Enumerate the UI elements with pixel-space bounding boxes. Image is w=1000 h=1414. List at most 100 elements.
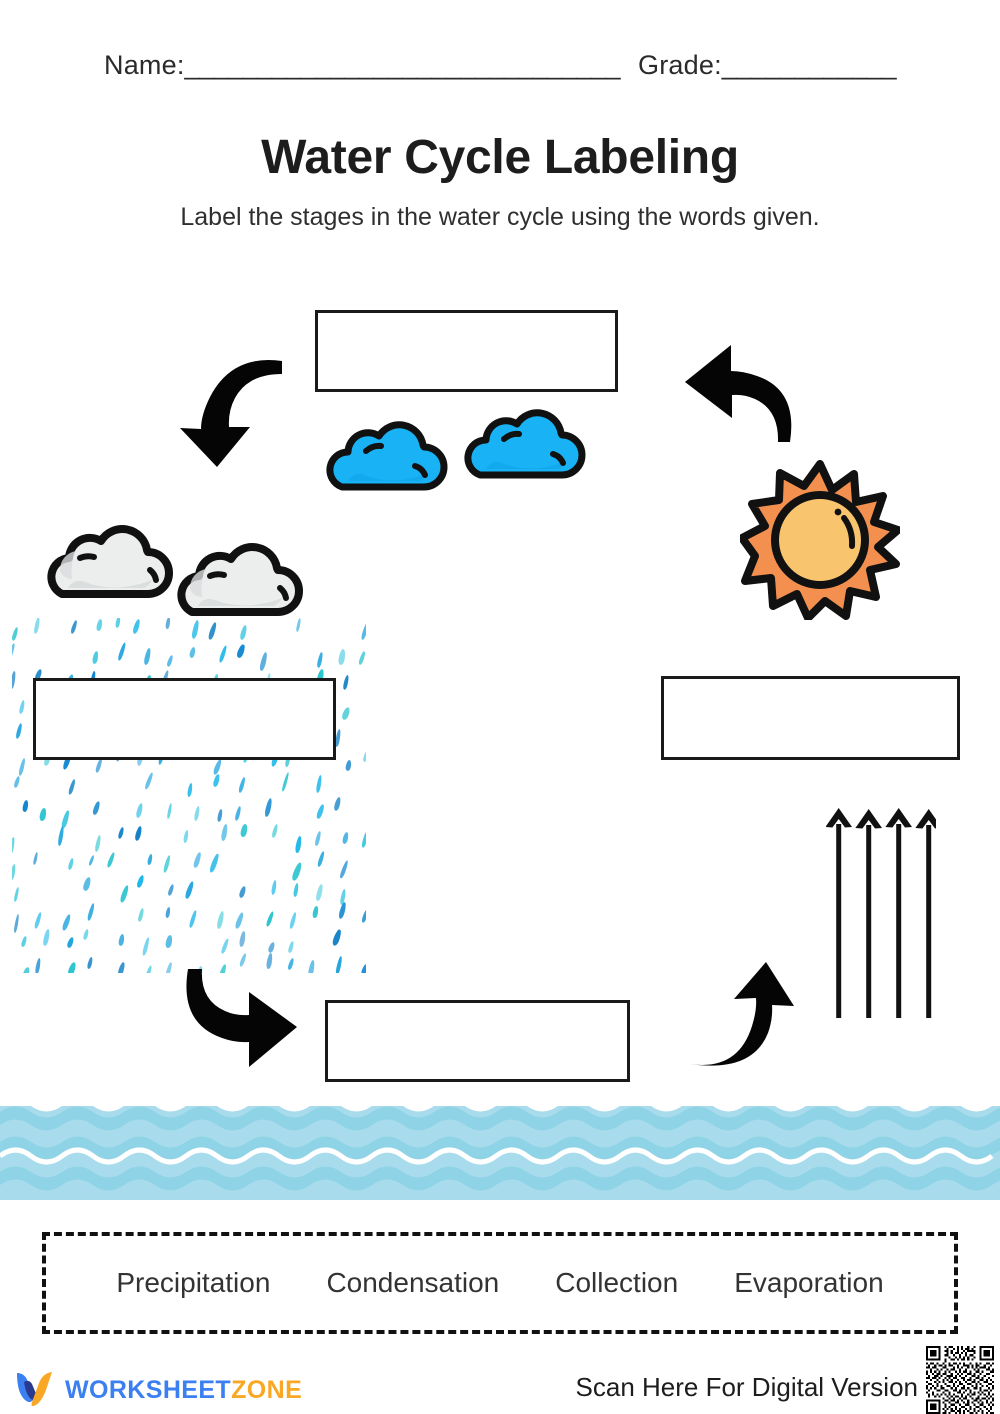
raindrop	[117, 933, 125, 947]
raindrop	[344, 759, 353, 772]
raindrop	[258, 652, 268, 673]
raindrop	[190, 619, 201, 639]
scan-here-text: Scan Here For Digital Version	[575, 1372, 918, 1402]
raindrop	[18, 757, 27, 777]
name-grade-row: Name:______________________________Grade…	[0, 50, 1000, 81]
raindrop	[238, 624, 248, 641]
raindrop	[294, 835, 302, 854]
raindrop	[362, 750, 366, 763]
raindrop	[20, 935, 28, 948]
raindrop	[331, 928, 343, 947]
raindrop	[143, 647, 152, 665]
raindrop	[133, 825, 143, 842]
raindrop	[238, 930, 247, 948]
word-bank: Precipitation Condensation Collection Ev…	[42, 1232, 958, 1334]
raindrop	[91, 801, 101, 816]
raindrop	[166, 655, 175, 668]
raindrop	[219, 937, 230, 954]
raindrop	[335, 955, 343, 973]
raindrop	[33, 911, 44, 930]
logo-zone-text: ZONE	[231, 1376, 303, 1404]
raindrop	[188, 910, 197, 929]
raindrop	[290, 861, 303, 882]
raindrop	[288, 912, 297, 930]
answer-box-right[interactable]	[661, 676, 960, 760]
page-subtitle: Label the stages in the water cycle usin…	[180, 203, 820, 231]
word-bank-item[interactable]: Condensation	[326, 1267, 500, 1298]
raindrop	[184, 880, 195, 900]
raindrop	[141, 936, 151, 956]
raindrop	[188, 646, 197, 659]
raindrop	[117, 642, 127, 662]
raindrop	[215, 910, 225, 930]
raindrop	[193, 805, 201, 821]
blue-cloud-pair-icon	[318, 403, 598, 498]
raindrop	[342, 674, 350, 691]
raindrop	[341, 832, 350, 846]
raindrop	[212, 773, 221, 788]
raindrop	[66, 936, 75, 949]
raindrop	[361, 830, 366, 849]
raindrop	[61, 913, 73, 932]
answer-box-bottom[interactable]	[325, 1000, 630, 1082]
logo-text: WORKSHEETZONE	[65, 1376, 302, 1405]
raindrop	[218, 644, 228, 664]
raindrop	[12, 642, 16, 663]
raindrop	[12, 670, 16, 689]
word-bank-item[interactable]: Evaporation	[734, 1267, 884, 1298]
answer-box-left[interactable]	[33, 678, 336, 760]
raindrop	[237, 885, 247, 899]
worksheet-zone-logo[interactable]: WORKSHEETZONE	[14, 1370, 302, 1411]
raindrop	[287, 940, 295, 954]
raindrop	[67, 778, 77, 796]
raindrop	[66, 961, 77, 973]
raindrop	[106, 851, 117, 868]
raindrop	[307, 959, 316, 973]
raindrop	[239, 823, 248, 839]
raindrop	[164, 906, 171, 918]
logo-worksheet-text: WORKSHEET	[65, 1376, 232, 1404]
raindrop	[13, 914, 21, 934]
raindrop	[32, 851, 40, 866]
raindrop	[70, 620, 79, 635]
raindrop	[311, 906, 319, 920]
raindrop	[41, 929, 51, 947]
raindrop	[265, 911, 275, 928]
raindrop	[316, 651, 324, 669]
word-bank-item[interactable]: Precipitation	[116, 1267, 271, 1298]
raindrop	[315, 774, 324, 794]
raindrop	[186, 782, 193, 797]
rain-droplets-icon	[12, 618, 366, 973]
raindrop	[220, 824, 229, 842]
raindrop	[337, 901, 348, 920]
grade-blank-line[interactable]: ____________	[721, 50, 897, 80]
raindrop	[208, 852, 220, 873]
raindrop	[13, 887, 20, 903]
answer-box-top[interactable]	[315, 310, 618, 392]
raindrop	[88, 854, 96, 867]
raindrop	[82, 876, 92, 893]
raindrop	[270, 879, 278, 896]
raindrop	[266, 941, 276, 954]
raindrop	[21, 799, 29, 812]
raindrop	[94, 757, 104, 774]
raindrop	[12, 775, 21, 789]
raindrop	[162, 854, 172, 874]
raindrop	[314, 830, 322, 846]
raindrop	[164, 934, 173, 949]
word-bank-item[interactable]: Collection	[555, 1267, 679, 1298]
raindrop	[292, 882, 300, 898]
raindrop	[142, 964, 153, 973]
raindrop	[192, 851, 202, 868]
raindrop	[12, 626, 20, 642]
raindrop	[18, 699, 26, 715]
raindrop	[340, 706, 351, 721]
raindrop	[144, 771, 155, 791]
raindrop	[135, 874, 145, 889]
name-blank-line[interactable]: ______________________________	[184, 50, 621, 80]
qr-code[interactable]	[926, 1346, 994, 1414]
curved-arrow-up-left-icon	[680, 340, 800, 445]
logo-w-icon	[14, 1370, 56, 1411]
